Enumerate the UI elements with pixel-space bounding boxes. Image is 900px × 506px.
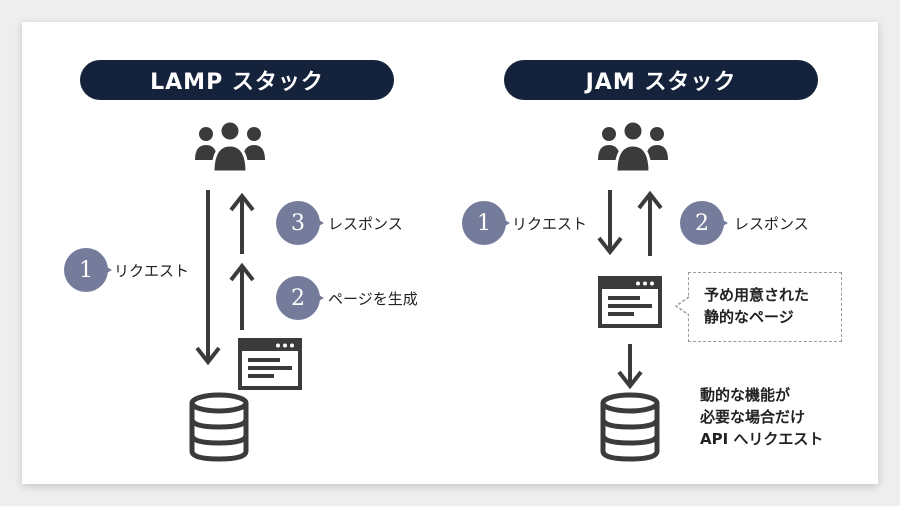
lamp-step-3-label: レスポンス	[328, 215, 403, 233]
jam-response-arrow	[637, 190, 663, 256]
lamp-step-1-badge: 1	[64, 248, 112, 292]
static-page-note-line2: 静的なページ	[704, 308, 794, 326]
api-request-note-line1: 動的な機能が	[700, 386, 791, 404]
lamp-step-3-badge: 3	[276, 201, 324, 245]
web-page-icon	[238, 338, 302, 390]
jam-title: JAM スタック	[504, 60, 818, 100]
lamp-step-1-label: リクエスト	[114, 262, 190, 280]
jam-step-2-number: 2	[695, 210, 709, 236]
users-group-icon	[598, 119, 668, 174]
jam-step-1-label: リクエスト	[512, 215, 588, 233]
lamp-request-arrow	[195, 190, 221, 366]
jam-title-text: JAM スタック	[585, 70, 737, 95]
jam-step-1-badge: 1	[462, 201, 510, 245]
api-request-note-line3: API へリクエスト	[700, 430, 824, 448]
web-page-icon	[598, 276, 662, 328]
static-page-note-line1: 予め用意された	[704, 286, 810, 304]
lamp-step-2-label: ページを生成	[328, 290, 418, 308]
jam-request-arrow	[597, 190, 623, 256]
lamp-title-text: LAMP スタック	[150, 70, 324, 95]
api-request-note-line2: 必要な場合だけ	[700, 408, 806, 426]
database-icon	[600, 392, 660, 462]
users-group-icon	[195, 119, 265, 174]
lamp-response-arrow	[229, 192, 255, 254]
jam-api-arrow	[617, 344, 643, 390]
lamp-step-2-number: 2	[291, 285, 305, 311]
lamp-step-2-badge: 2	[276, 276, 324, 320]
static-page-note: 予め用意された 静的なページ	[704, 284, 809, 328]
lamp-step-3-number: 3	[291, 210, 305, 236]
lamp-step-1-number: 1	[79, 257, 93, 283]
jam-step-1-number: 1	[477, 210, 491, 236]
database-icon	[189, 392, 249, 462]
lamp-generate-arrow	[229, 262, 255, 330]
jam-step-2-badge: 2	[680, 201, 728, 245]
api-request-note: 動的な機能が 必要な場合だけ API へリクエスト	[700, 384, 823, 450]
callout-pointer	[674, 296, 690, 316]
lamp-title: LAMP スタック	[80, 60, 394, 100]
static-page-callout	[688, 272, 842, 342]
jam-step-2-label: レスポンス	[734, 215, 809, 233]
